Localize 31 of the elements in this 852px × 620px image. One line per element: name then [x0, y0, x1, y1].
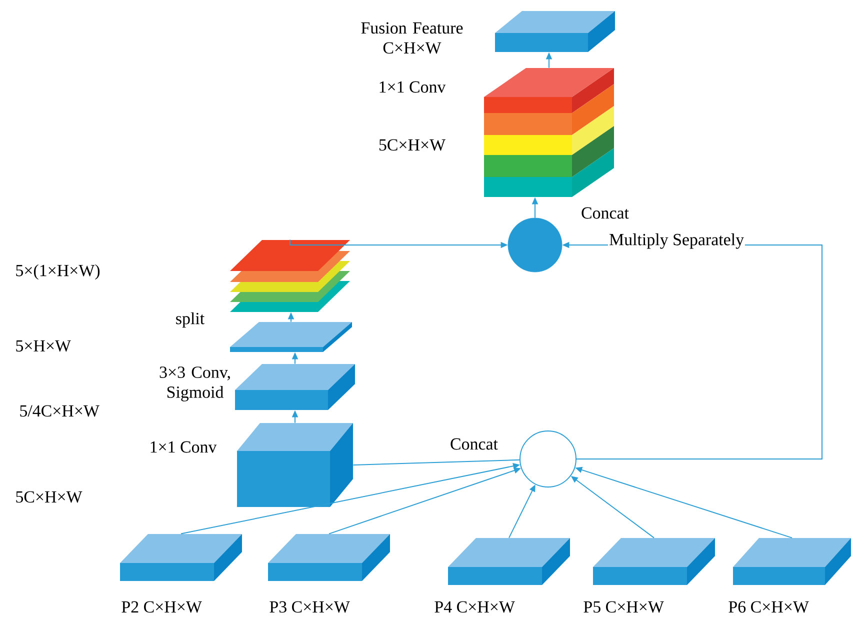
feature-block	[495, 11, 615, 52]
block-label: Concat	[582, 207, 629, 219]
block-label: Fusion Feature C×H×W	[361, 22, 463, 54]
shape-label: 5×(1×H×W)	[16, 264, 100, 280]
block-label: P3 C×H×W	[270, 601, 350, 613]
feature-block	[268, 534, 390, 581]
block-label: Concat	[450, 438, 498, 450]
operation-circle	[508, 218, 562, 272]
operation-circle	[520, 430, 576, 488]
feature-block	[484, 68, 614, 197]
block-label: P5 C×H×W	[584, 601, 664, 613]
shape-label: 5×H×W	[16, 340, 71, 352]
feature-block	[230, 322, 352, 352]
block-label: 5C×H×W	[379, 139, 446, 151]
block-label: 1×1 Conv	[380, 81, 446, 93]
block-label: P2 C×H×W	[122, 601, 202, 613]
feature-block	[120, 534, 242, 581]
feature-block	[235, 364, 355, 410]
block-label: 3×3 Conv, Sigmoid	[160, 366, 230, 402]
shape-label: 5C×H×W	[16, 491, 82, 503]
feature-block	[448, 538, 570, 585]
block-label: P4 C×H×W	[434, 601, 515, 613]
block-label: split	[176, 312, 204, 328]
feature-block	[733, 538, 851, 585]
feature-block	[237, 423, 353, 507]
shape-label: 5/4C×H×W	[20, 405, 100, 417]
block-label: 1×1 Conv	[150, 441, 217, 453]
feature-block	[593, 538, 715, 585]
split-maps	[230, 240, 350, 312]
block-label: P6 C×H×W	[728, 601, 809, 613]
edge-label: Multiply Separately	[610, 233, 744, 249]
